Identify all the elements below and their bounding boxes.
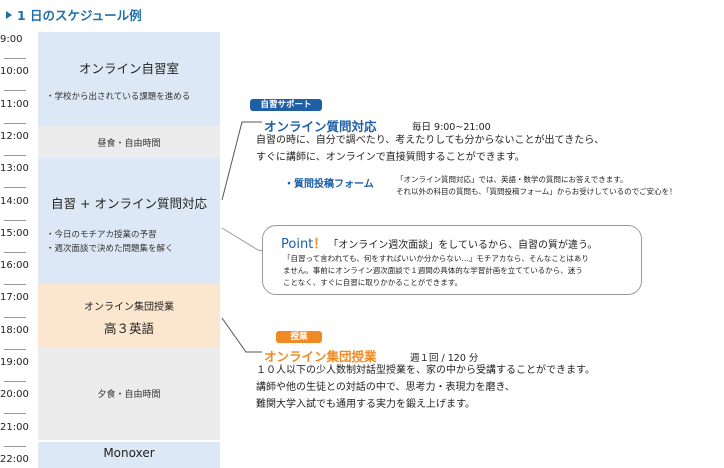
block-class: オンライン集団授業 高３英語 [38,284,220,348]
block-title: オンライン自習室 [78,61,179,76]
point-mark: ！ [313,237,327,252]
block-online-study: オンライン自習室 ・学校から出されている課題を進める [38,32,220,126]
time-label: 18:00 [0,324,29,336]
point-text: 「自習って言われても、何をすればいいか分からない…」モチアカなら、そんなことはあ… [283,254,589,287]
time-tick [4,58,26,60]
lesson-heading: オンライン集団授業 [264,349,377,364]
time-label: 14:00 [0,195,29,207]
block-label: 昼食・自由時間 [97,139,161,149]
point-label: Point [281,237,314,252]
time-tick [4,413,26,415]
time-tick [4,219,26,221]
support-connector [221,121,262,201]
triangle-right-icon [6,11,12,19]
block-self-study: 自習 + オンライン質問対応 ・今日のモチアカ授業の予習 ・週次面談で決めた問題… [38,158,220,284]
time-label: 16:00 [0,260,29,272]
block-subtitle: 高３英語 [103,321,154,336]
point-bubble: Point！「オンライン週次面談」をしているから、自習の質が違う。 「自習って言… [262,225,642,295]
block-title: オンライン集団授業 [84,302,174,313]
time-tick [4,155,26,157]
time-label: 22:00 [0,453,29,465]
block-label: 夕食・自由時間 [97,390,161,400]
time-tick [4,251,26,253]
lesson-tag: 授業 [276,331,322,343]
form-text: 「オンライン質問対応」では、英語・数学の質問にお答えできます。 それ以外の科目の… [396,175,677,196]
time-axis: 9:00 10:00 11:00 12:00 13:00 14:00 15:00 16:00 1… [0,0,34,468]
support-tag: 自習サポート [250,99,322,111]
block-lunch: 昼食・自由時間 [38,126,220,158]
time-tick [4,348,26,350]
point-headline: 「オンライン週次面談」をしているから、自習の質が違う。 [328,240,598,251]
form-label: ・質問投稿フォーム [284,179,374,190]
page-title: 1 日のスケジュール例 [6,5,142,24]
point-headline-row: Point！「オンライン週次面談」をしているから、自習の質が違う。 [281,233,597,252]
block-bullet: ・週次面談で決めた問題集を解く [46,244,174,254]
support-text: 自習の時に、自分で調べたり、考えたりしても分からないことが出てきたら、 すぐに講… [256,135,605,163]
time-tick [4,187,26,189]
time-label: 15:00 [0,227,29,239]
block-bullet: ・今日のモチアカ授業の予習 [46,230,157,240]
time-tick [4,445,26,447]
time-label: 19:00 [0,357,29,368]
block-monoxer: Monoxer [38,442,220,468]
block-note: ・学校から出されている課題を進める [46,92,191,102]
time-label: 13:00 [0,163,29,175]
time-label: 10:00 [0,66,29,78]
time-label: 9:00 [0,34,23,45]
lesson-frequency: 週１回 / 120 分 [410,353,479,364]
time-label: 21:00 [0,421,29,433]
time-tick [4,381,26,383]
support-heading: オンライン質問対応 [264,119,377,134]
lesson-connector [221,317,262,353]
time-tick [4,316,26,318]
time-tick [4,90,26,92]
support-hours: 毎日 9:00~21:00 [412,122,491,133]
time-label: 11:00 [0,98,29,110]
time-label: 20:00 [0,389,29,401]
block-dinner: 夕食・自由時間 [38,348,220,440]
time-label: 17:00 [0,292,29,304]
block-label: Monoxer [103,446,155,460]
block-title: 自習 + オンライン質問対応 [51,196,207,211]
time-tick [4,284,26,286]
time-label: 12:00 [0,130,29,142]
time-tick [4,122,26,124]
lesson-text: １０人以下の少人数制対話型授業を、家の中から受講することができます。 講師や他の… [256,365,595,410]
